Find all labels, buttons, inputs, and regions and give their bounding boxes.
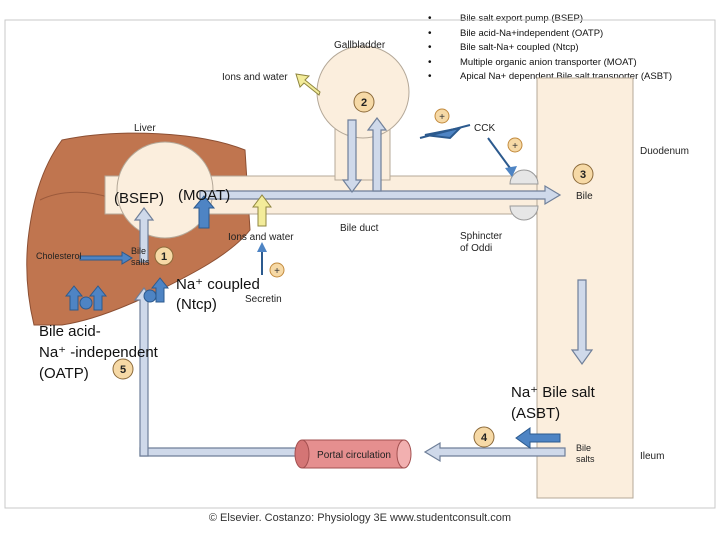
step-2-number: 2	[361, 97, 367, 109]
oatp-carrier	[79, 296, 93, 310]
bullet-item: Bile salt export pump (BSEP)	[428, 12, 718, 27]
sphincter-label-line2: of Oddi	[460, 243, 492, 254]
ileum-to-portal-arrow	[423, 441, 566, 463]
intestine-down-arrow	[570, 279, 594, 366]
oatp-label-line1: Bile acid-	[39, 323, 101, 340]
plus-circle	[507, 137, 523, 153]
cck-to-sphincter-head	[505, 166, 517, 177]
sphincter-label-line1: Sphincter	[460, 231, 503, 242]
bile-salts-ileum-label-1: Bile	[576, 443, 591, 453]
bullet-item: Bile salt-Na+ coupled (Ntcp)	[428, 41, 718, 56]
moat-arrow	[192, 195, 216, 229]
cholesterol-arrow	[79, 251, 133, 265]
bsep-label: (BSEP)	[114, 190, 164, 207]
duct-flow-arrow	[199, 184, 562, 206]
portal-tube-end-right	[396, 439, 412, 469]
ntcp-label-line2: (Ntcp)	[176, 296, 217, 313]
bile-salts-liver-label-2: salts	[131, 257, 150, 267]
sphincter-upper	[509, 169, 539, 185]
step-1-number: 1	[161, 251, 167, 263]
duodenum-label: Duodenum	[640, 146, 689, 157]
bullet-item: Multiple organic anion transporter (MOAT…	[428, 56, 718, 71]
plus-sign: +	[439, 112, 445, 123]
cholesterol-label: Cholesterol	[36, 251, 82, 261]
ntcp-label-line1: Na⁺ coupled	[176, 276, 260, 293]
water-arrows	[252, 73, 321, 227]
hormone-arrows	[261, 124, 511, 275]
cck-label: CCK	[474, 123, 495, 134]
bullet-item: Apical Na+ dependent Bile salt transport…	[428, 70, 718, 85]
plus-markers: + + +	[269, 108, 523, 278]
transporter-overlay-labels: (BSEP) (MOAT) Na⁺ coupled (Ntcp) Bile ac…	[39, 187, 596, 422]
copyright-footer: © Elsevier. Costanzo: Physiology 3E www.…	[208, 512, 512, 524]
step-5-circle	[112, 358, 134, 380]
gallbladder-label: Gallbladder	[334, 40, 386, 51]
transporter-bullet-list: Bile salt export pump (BSEP) Bile acid-N…	[428, 12, 718, 85]
liver-label: Liver	[134, 123, 156, 134]
plus-sign: +	[274, 266, 280, 277]
portal-tube	[301, 439, 405, 469]
portal-circulation-label: Portal circulation	[317, 450, 391, 461]
bile-salts-liver-label-1: Bile	[131, 246, 146, 256]
cck-line-2	[487, 137, 511, 169]
step-markers: 1 2 3 4 5	[112, 91, 594, 448]
bile-duct-label: Bile duct	[340, 223, 379, 234]
ileum-label: Ileum	[640, 451, 664, 462]
portal-tube-end-left	[294, 439, 310, 469]
gallbladder-inflow-arrow	[366, 117, 388, 192]
asbt-label-line1: Na⁺ Bile salt	[511, 384, 596, 401]
step-2-circle	[353, 91, 375, 113]
step-1-circle	[154, 246, 174, 266]
oatp-arrow-1	[64, 285, 84, 311]
step-3-number: 3	[580, 169, 586, 181]
oatp-label-line2: Na⁺ -independent	[39, 344, 159, 361]
ions-water-top-label: Ions and water	[222, 72, 288, 83]
cck-line-1	[419, 124, 471, 139]
plus-circle	[269, 262, 285, 278]
step-3-circle	[572, 163, 594, 185]
sphincter-lower	[509, 205, 539, 221]
step-5-number: 5	[120, 364, 126, 376]
plus-sign: +	[512, 141, 518, 152]
transporter-arrows	[64, 195, 561, 449]
bile-salts-ileum-label-2: salts	[576, 454, 595, 464]
duct-water-arrow	[252, 194, 272, 227]
ntcp-carrier	[143, 289, 157, 303]
bullet-item: Bile acid-Na+independent (OATP)	[428, 27, 718, 42]
ions-water-mid-label: Ions and water	[228, 232, 294, 243]
secretin-label: Secretin	[245, 294, 282, 305]
moat-label: (MOAT)	[178, 187, 230, 204]
secretin-head	[257, 242, 267, 252]
figure-frame	[4, 19, 716, 509]
bile-salts-up-arrow	[133, 207, 155, 263]
bile-label: Bile	[576, 191, 593, 202]
oatp-arrow-2	[88, 285, 108, 311]
portal-to-liver-up-arrow	[133, 287, 155, 457]
asbt-label-line2: (ASBT)	[511, 405, 560, 422]
portal-circulation-vessel: Portal circulation	[294, 439, 412, 469]
step-4-number: 4	[481, 432, 488, 444]
gallbladder-water-arrow	[295, 73, 321, 96]
plus-circle	[434, 108, 450, 124]
asbt-arrow	[515, 427, 561, 449]
liver-shading	[39, 191, 111, 201]
portal-to-liver-bottom	[139, 447, 301, 457]
anatomy-labels: Gallbladder Ions and water Liver CCK Duo…	[36, 40, 689, 464]
gallbladder-outflow-arrow	[341, 119, 363, 193]
oatp-label-line3: (OATP)	[39, 365, 89, 382]
step-4-circle	[473, 426, 495, 448]
